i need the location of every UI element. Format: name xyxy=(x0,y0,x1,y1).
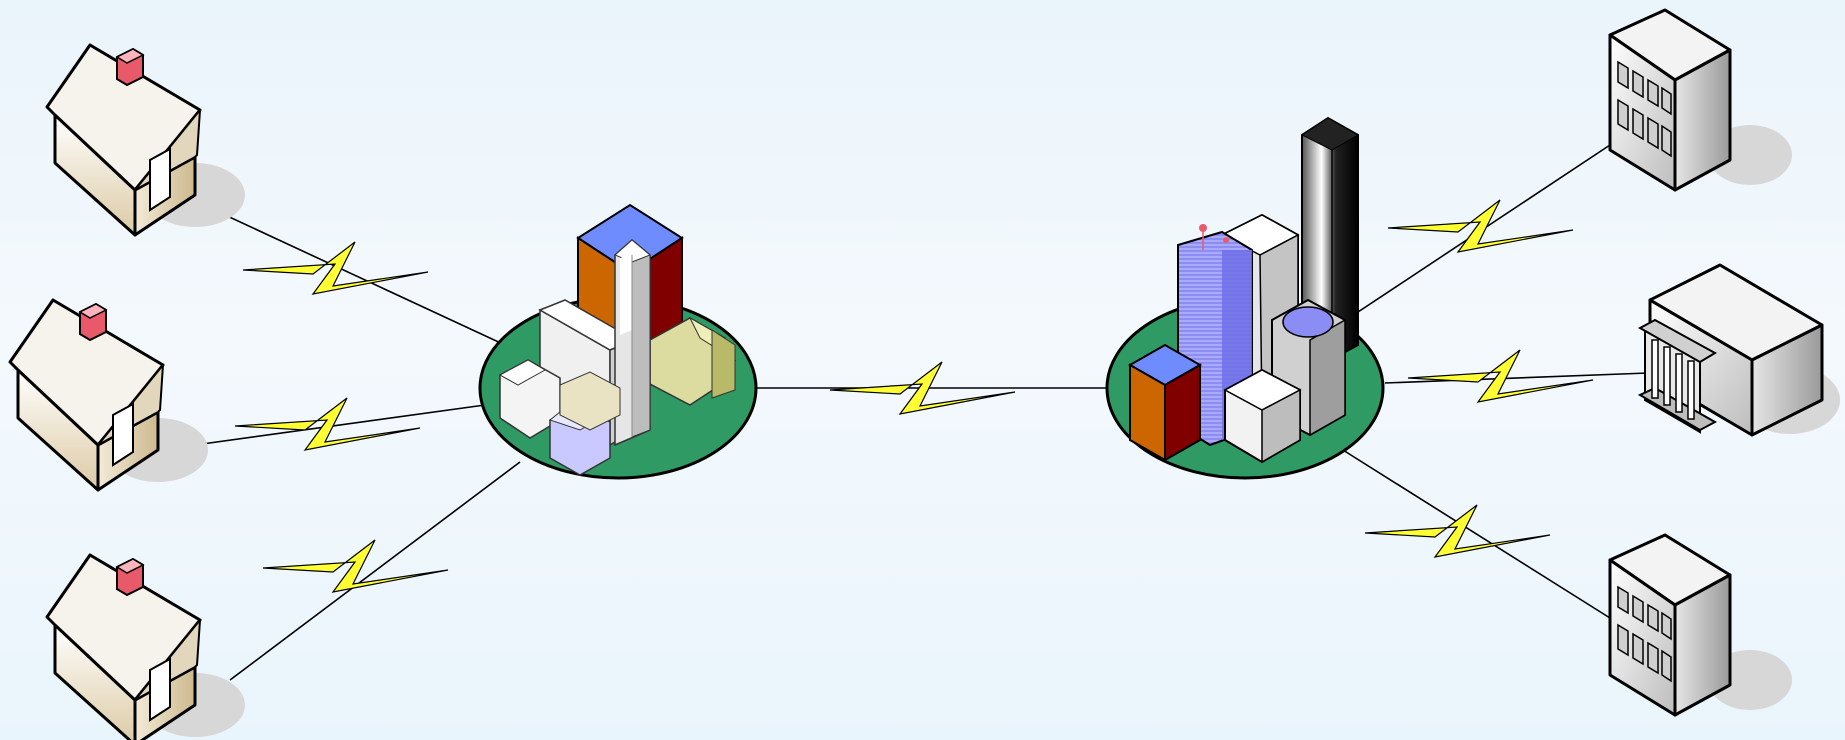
small-town-icon xyxy=(480,205,756,478)
house-icon xyxy=(47,45,245,235)
lightning-bolt-icon xyxy=(235,398,420,450)
house-icon xyxy=(10,300,208,490)
link-house1-town xyxy=(210,208,520,352)
city-skyline-icon xyxy=(1107,118,1383,478)
office-building-icon xyxy=(1610,10,1792,190)
lightning-bolt-icon xyxy=(1365,505,1550,557)
link-house3-town xyxy=(230,462,520,680)
lightning-bolt-icon xyxy=(243,242,428,294)
lightning-bolt-icon xyxy=(263,540,448,592)
link-city-office2 xyxy=(1335,445,1610,618)
government-building-icon xyxy=(1640,265,1840,435)
lightning-bolts xyxy=(235,200,1593,592)
office-building-icon xyxy=(1610,535,1792,715)
lightning-bolt-icon xyxy=(1388,200,1573,252)
house-icon xyxy=(47,555,245,740)
